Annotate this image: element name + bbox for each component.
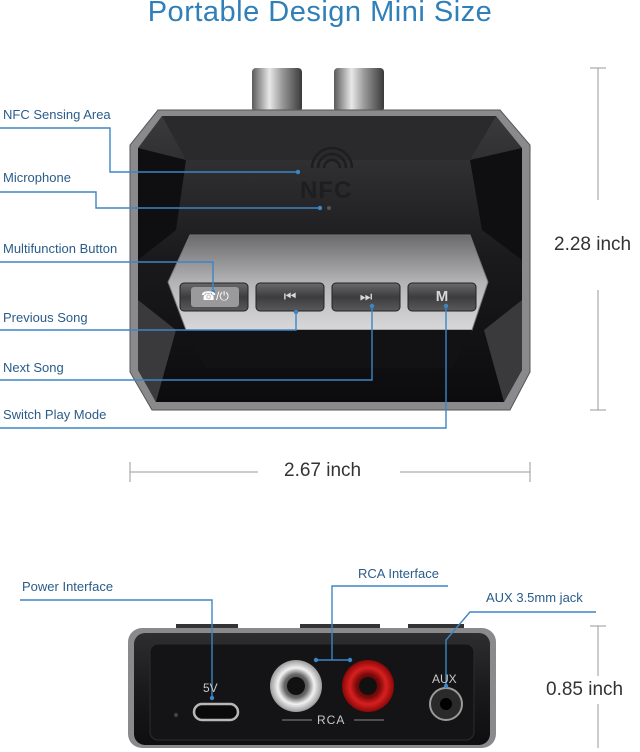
label-switch-play-mode: Switch Play Mode (3, 407, 107, 422)
width-dimension: 2.67 inch (284, 460, 362, 481)
height-dimension: 2.28 inch (554, 234, 632, 255)
dimension-lines-top (129, 67, 606, 482)
label-rca-interface: RCA Interface (358, 566, 439, 581)
label-next-song: Next Song (3, 360, 64, 375)
mark-rca: RCA (317, 713, 346, 727)
label-multifunction-button: Multifunction Button (3, 241, 118, 256)
label-microphone: Microphone (3, 170, 71, 185)
nfc-icon (310, 146, 354, 169)
next-song-button[interactable]: ⏭ (359, 288, 373, 304)
thickness-dimension: 0.85 inch (546, 679, 624, 700)
leader-lines-bottom (20, 585, 596, 698)
label-nfc-sensing-area: NFC Sensing Area (3, 107, 111, 122)
multifunction-button[interactable]: ☎/⏻ (201, 289, 229, 303)
dimension-lines-bottom (590, 625, 606, 748)
previous-song-button[interactable]: ⏮ (283, 288, 297, 304)
play-mode-button[interactable]: M (435, 288, 449, 305)
usb-c-port (192, 702, 240, 722)
mark-aux: AUX (432, 672, 457, 686)
label-power-interface: Power Interface (22, 579, 114, 594)
led-indicator (174, 713, 178, 717)
nfc-mark: NFC (300, 177, 353, 204)
leader-lines-top (0, 127, 447, 429)
label-previous-song: Previous Song (3, 310, 88, 325)
mark-5v: 5V (203, 681, 218, 695)
page-title: Portable Design Mini Size (147, 0, 493, 28)
microphone-hole (327, 206, 331, 210)
label-aux-jack: AUX 3.5mm jack (486, 590, 583, 605)
